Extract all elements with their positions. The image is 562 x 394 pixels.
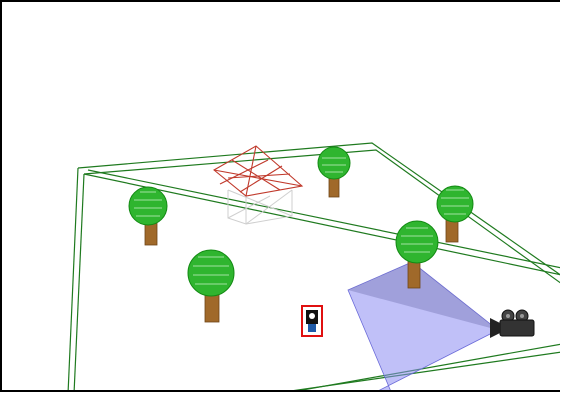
house-body [227, 189, 293, 225]
ground-diagonal-inner [87, 169, 560, 269]
camera-frustum [347, 261, 499, 390]
tree[interactable] [317, 146, 351, 198]
tree[interactable] [395, 220, 439, 289]
ground-edge-top [77, 142, 560, 276]
ground-edge-left [67, 167, 79, 390]
house-roof [213, 145, 304, 197]
ground-diagonal [83, 173, 560, 276]
camera-frustum-upper [348, 262, 498, 330]
tree[interactable] [436, 185, 474, 243]
camera-icon[interactable] [490, 309, 535, 338]
ground-plane [67, 142, 560, 390]
tree[interactable] [128, 186, 168, 246]
light-icon[interactable] [301, 305, 323, 337]
ground-edge-bottom-inner [293, 351, 560, 390]
ground-edge-top-inner [83, 149, 560, 284]
tree[interactable] [187, 249, 235, 323]
house-wireframe[interactable] [213, 145, 304, 225]
ground-edge-left-inner [73, 173, 85, 390]
